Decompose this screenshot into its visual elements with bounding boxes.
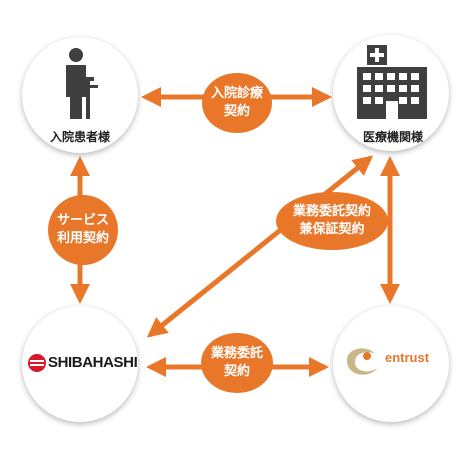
entrust-logo-text: entrust	[385, 350, 430, 365]
hospital-icon	[357, 45, 427, 119]
relation-shibahashi-hospital-line1: 業務委託契約	[292, 204, 371, 219]
shibahashi-logo-mark-icon	[28, 354, 46, 372]
relation-shibahashi-hospital-line2: 兼保証契約	[299, 222, 365, 237]
arrow-shibahashi-hospital	[146, 155, 374, 338]
shibahashi-node: SHIBAHASHI	[22, 306, 138, 422]
relation-patient-shibahashi-line1: サービス	[56, 213, 109, 228]
entrust-logo-mark-icon	[347, 348, 377, 375]
relation-patient-hospital-line1: 入院診療	[210, 86, 263, 101]
relation-patient-hospital-line2: 契約	[223, 104, 250, 119]
relation-patient-shibahashi: サービス 利用契約	[48, 195, 118, 265]
relation-shibahashi-entrust-line2: 契約	[223, 364, 250, 379]
relation-shibahashi-entrust-line1: 業務委託	[210, 346, 263, 361]
patient-node	[22, 37, 138, 153]
hospital-label: 医療機関様	[362, 130, 423, 144]
relation-patient-shibahashi-line2: 利用契約	[56, 231, 109, 246]
relation-shibahashi-hospital: 業務委託契約 兼保証契約	[276, 192, 388, 250]
relation-patient-hospital: 入院診療 契約	[202, 73, 272, 133]
relation-shibahashi-entrust: 業務委託 契約	[201, 333, 273, 393]
hospital-node	[333, 35, 449, 151]
shibahashi-logo-text: SHIBAHASHI	[48, 354, 138, 371]
patient-icon	[66, 48, 98, 119]
entrust-node: entrust	[333, 306, 449, 422]
patient-label: 入院患者様	[49, 130, 110, 144]
